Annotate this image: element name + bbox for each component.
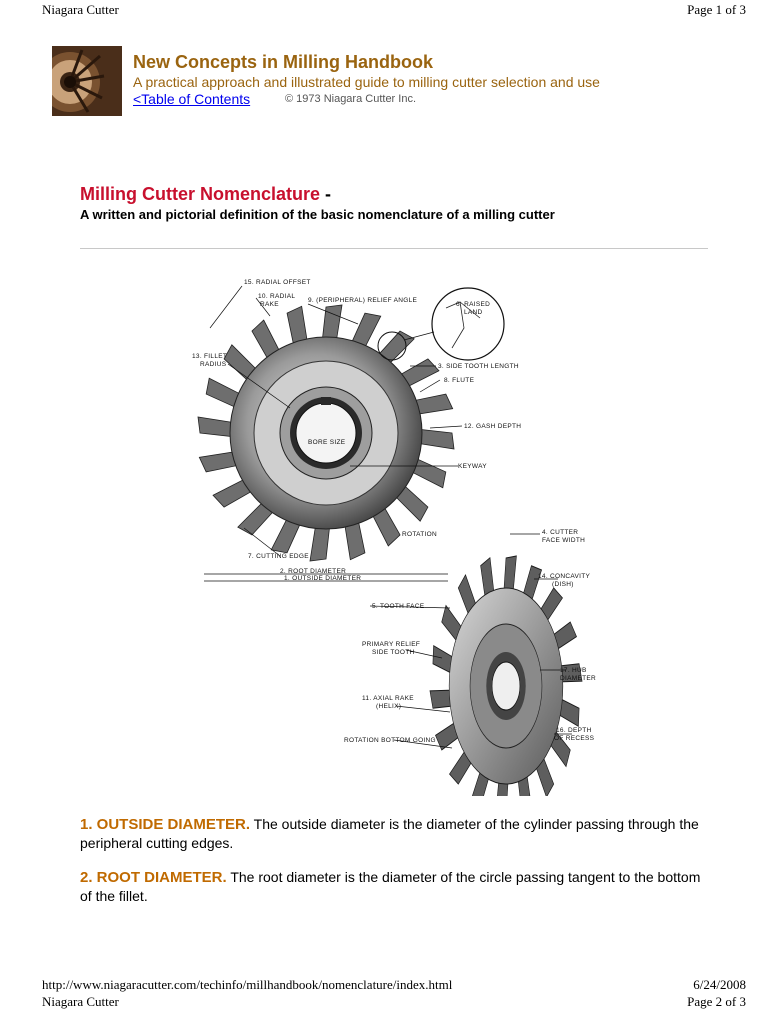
handbook-title: New Concepts in Milling Handbook	[133, 52, 434, 72]
label-root-diameter: 2. ROOT DIAMETER	[280, 568, 346, 575]
label-depth-recess-2: OF RECESS	[554, 735, 595, 742]
label-axial-rake-2: (HELIX)	[376, 703, 401, 710]
label-radial-rake-2: RAKE	[260, 301, 279, 308]
label-peripheral-relief-angle: 9. (PERIPHERAL) RELIEF ANGLE	[308, 297, 418, 304]
definition-term: 1. OUTSIDE DIAMETER.	[80, 816, 251, 833]
copyright-notice: © 1973 Niagara Cutter Inc.	[285, 93, 417, 105]
handbook-logo-image	[52, 46, 122, 116]
page-footer-site: Niagara Cutter	[42, 994, 119, 1009]
page-header-site: Niagara Cutter	[42, 2, 119, 17]
label-fillet-radius-1: 13. FILLET	[192, 353, 227, 360]
label-flute: 8. FLUTE	[444, 377, 475, 384]
label-cutter-face-width-2: FACE WIDTH	[542, 537, 585, 544]
label-hub-diameter-2: DIAMETER	[560, 675, 596, 682]
definition-outside-diameter: 1. OUTSIDE DIAMETER. The outside diamete…	[80, 815, 710, 852]
label-tooth-face: 5. TOOTH FACE	[372, 603, 425, 610]
label-raised-land-1: 6. RAISED	[456, 301, 490, 308]
page-footer-page-number: Page 2 of 3	[687, 994, 746, 1009]
definition-root-diameter: 2. ROOT DIAMETER. The root diameter is t…	[80, 868, 710, 905]
label-fillet-radius-2: RADIUS	[200, 361, 227, 368]
label-bore-size: BORE SIZE	[308, 439, 346, 446]
label-hub-diameter-1: 17. HUB	[560, 667, 587, 674]
section-subtitle: A written and pictorial definition of th…	[80, 207, 555, 222]
label-rotation: ROTATION	[402, 531, 437, 538]
label-concavity-2: (DISH)	[552, 581, 574, 588]
definition-term: 2. ROOT DIAMETER.	[80, 869, 227, 886]
label-radial-offset: 15. RADIAL OFFSET	[244, 279, 311, 286]
label-cutter-face-width-1: 4. CUTTER	[542, 529, 578, 536]
label-primary-relief-1: PRIMARY RELIEF	[362, 641, 420, 648]
page-footer-url: http://www.niagaracutter.com/techinfo/mi…	[42, 977, 453, 992]
section-title-text: Milling Cutter Nomenclature	[80, 184, 321, 204]
label-depth-recess-1: 16. DEPTH	[556, 727, 592, 734]
definition-text: The outside diameter is the diameter of …	[80, 816, 699, 851]
label-raised-land-2: LAND	[464, 309, 483, 316]
cutter-front-view	[197, 304, 455, 562]
page-header-page-number: Page 1 of 3	[687, 2, 746, 17]
table-of-contents-link[interactable]: <Table of Contents	[133, 91, 251, 107]
handbook-subtitle: A practical approach and illustrated gui…	[133, 74, 600, 90]
milling-cutter-diagram: 15. RADIAL OFFSET 10. RADIAL RAKE 9. (PE…	[180, 268, 620, 817]
definition-text: The root diameter is the diameter of the…	[80, 869, 701, 904]
label-outside-diameter: 1. OUTSIDE DIAMETER	[284, 575, 361, 582]
horizontal-divider	[80, 248, 708, 249]
label-cutting-edge: 7. CUTTING EDGE	[248, 553, 309, 560]
page-footer-date: 6/24/2008	[693, 977, 746, 992]
label-concavity-1: 14. CONCAVITY	[538, 573, 591, 580]
label-side-tooth-length: 3. SIDE TOOTH LENGTH	[438, 363, 519, 370]
label-radial-rake-1: 10. RADIAL	[258, 293, 295, 300]
section-title: Milling Cutter Nomenclature -	[80, 184, 331, 205]
label-gash-depth: 12. GASH DEPTH	[464, 423, 521, 430]
label-rotation-bottom-going: ROTATION BOTTOM GOING	[344, 737, 436, 744]
section-title-dash: -	[320, 184, 332, 204]
cutter-perspective-view	[429, 555, 583, 817]
label-axial-rake-1: 11. AXIAL RAKE	[362, 695, 414, 702]
label-keyway: KEYWAY	[458, 463, 487, 470]
label-primary-relief-2: SIDE TOOTH	[372, 649, 415, 656]
